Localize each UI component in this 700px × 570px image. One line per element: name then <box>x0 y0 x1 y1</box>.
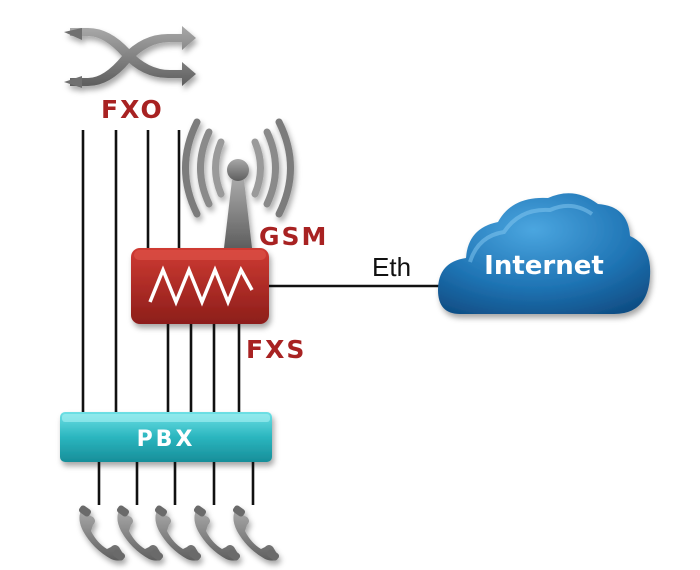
gsm-label: GSM <box>259 222 328 251</box>
phone-handset-icon <box>78 505 126 561</box>
internet-label: Internet <box>484 251 604 281</box>
gateway-logo <box>148 265 254 307</box>
phone-handset-icon <box>232 505 280 561</box>
antenna-signal-icon <box>182 118 294 248</box>
crossed-arrows-icon <box>64 26 196 88</box>
phones <box>78 505 280 561</box>
phone-handset-icon <box>116 505 164 561</box>
phone-handset-icon <box>193 505 241 561</box>
gateway-device <box>131 248 269 324</box>
extension-lines <box>97 462 255 505</box>
fxs-label: FXS <box>246 335 306 364</box>
pbx-label: PBX <box>137 427 196 452</box>
phone-handset-icon <box>154 505 202 561</box>
internet-cloud <box>438 193 651 314</box>
pbx-device <box>60 412 272 462</box>
fxo-label: FXO <box>101 95 164 124</box>
fxs-lines <box>166 324 241 412</box>
fxo-lines <box>81 130 181 412</box>
eth-label: Eth <box>372 252 411 282</box>
